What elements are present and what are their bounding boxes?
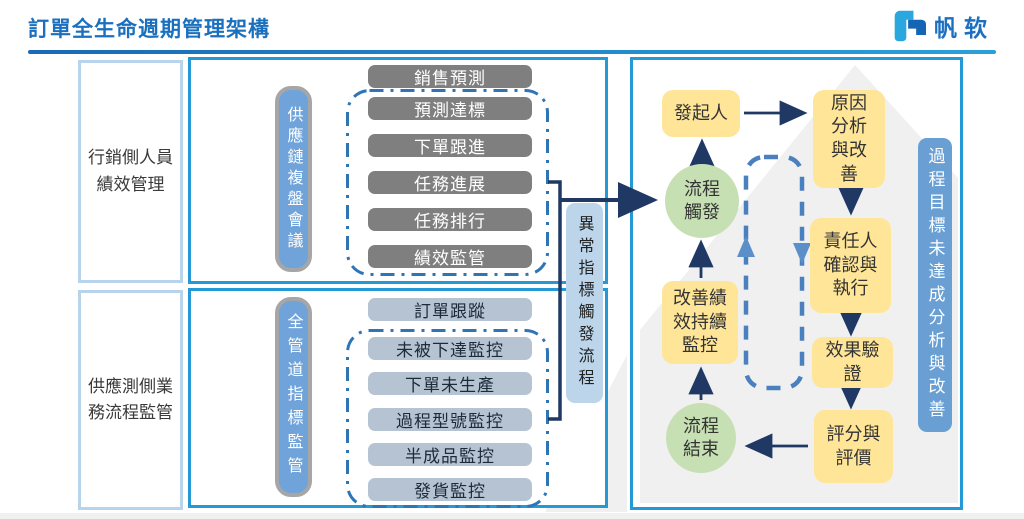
kpi-box-shipment-monitor: 發貨監控	[368, 478, 532, 502]
feedback-loop	[743, 154, 805, 391]
abnormal-indicator-text: 異常指標觸發流程	[575, 215, 595, 391]
flow-node-trigger: 流程觸發	[665, 164, 739, 238]
collector-line	[548, 180, 562, 421]
flow-node-score-evaluate: 評分與評價	[814, 410, 893, 483]
loop-arrow-up	[737, 236, 755, 257]
kpi-box-order-tracking: 訂單跟蹤	[368, 298, 532, 322]
kpi-box-semi-finished-monitor: 半成品監控	[368, 443, 532, 467]
kpi-group-bottom-border	[346, 329, 549, 508]
process-panel	[630, 57, 963, 510]
flow-node-effect-verify: 效果驗證	[812, 337, 893, 388]
bottom-gray-strip	[0, 513, 1024, 519]
kpi-box-forecast-target: 預測達標	[368, 97, 532, 121]
marketing-panel	[188, 57, 608, 284]
section-label-supply: 供應測側業務流程監管	[81, 293, 180, 507]
flow-node-improve-monitor: 改善績效持續監控	[662, 281, 738, 364]
process-goal-side-label: 過程目標未達成分析與改善	[918, 138, 952, 432]
pill-supply-chain-review: 供應鏈複盤會議	[275, 86, 312, 272]
process-goal-side-label-text: 過程目標未達成分析與改善	[924, 147, 945, 423]
flow-node-trigger-text: 流程觸發	[684, 178, 720, 223]
title-underline	[28, 50, 996, 54]
flow-node-end-text: 流程結束	[683, 415, 719, 460]
kpi-box-task-progress: 任務進展	[368, 171, 532, 195]
kpi-box-process-model-monitor: 過程型號監控	[368, 408, 532, 432]
flow-node-end: 流程結束	[666, 403, 736, 473]
flow-node-owner-confirm: 責任人確認與執行	[810, 218, 891, 313]
kpi-box-sales-forecast: 銷售預測	[368, 65, 532, 89]
brand-logo-text: 帆软	[934, 16, 994, 42]
section-label-marketing-text: 行銷側人員績效管理	[88, 148, 173, 195]
kpi-box-ordered-not-produced: 下單未生產	[368, 372, 532, 396]
flow-node-initiator: 發起人	[662, 90, 740, 137]
section-label-supply-text: 供應測側業務流程監管	[88, 376, 173, 423]
kpi-group-top-border	[346, 89, 549, 276]
supply-label-panel	[78, 290, 183, 510]
kpi-box-task-ranking: 任務排行	[368, 208, 532, 232]
marketing-label-panel	[78, 60, 183, 283]
section-label-marketing: 行銷側人員績效管理	[81, 63, 180, 280]
kpi-box-not-issued-monitor: 未被下達監控	[368, 337, 532, 361]
fanruan-logo-icon	[894, 10, 926, 42]
pill-supply-chain-review-text: 供應鏈複盤會議	[284, 105, 304, 253]
kpi-box-performance-monitor: 績效監管	[368, 245, 532, 269]
kpi-box-order-follow: 下單跟進	[368, 134, 532, 158]
loop-arrow-down	[793, 243, 811, 264]
brand-logo: 帆软	[891, 9, 994, 43]
flow-node-cause-analysis: 原因分析與改善	[813, 90, 885, 188]
pill-channel-kpi: 全管道指標監管	[275, 297, 312, 497]
page-title: 訂單全生命週期管理架構	[28, 17, 270, 41]
abnormal-indicator-label: 異常指標觸發流程	[566, 203, 603, 403]
process-panel-watermark	[640, 65, 958, 503]
supply-panel	[188, 288, 608, 508]
pill-channel-kpi-text: 全管道指標監管	[284, 313, 304, 481]
